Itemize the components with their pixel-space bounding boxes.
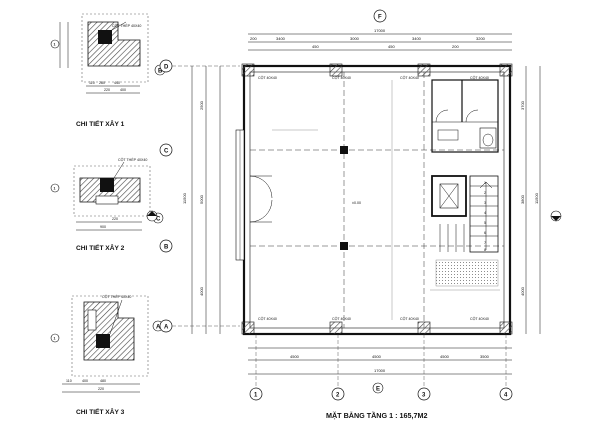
svg-text:400: 400 <box>120 88 126 92</box>
detail-3-column <box>96 334 110 348</box>
bottom-total-dim: 17000 <box>374 368 386 373</box>
svg-text:3500: 3500 <box>480 354 490 359</box>
svg-text:B: B <box>158 69 163 75</box>
svg-text:CỘT 40X40: CỘT 40X40 <box>332 316 351 321</box>
svg-text:450: 450 <box>388 44 395 49</box>
svg-text:110: 110 <box>89 81 95 85</box>
svg-text:5: 5 <box>484 221 486 225</box>
detail-3-label: CHI TIẾT XÂY 3 <box>76 406 125 416</box>
svg-text:CỘT 40X40: CỘT 40X40 <box>400 316 419 321</box>
section-marker-bottom <box>372 382 384 394</box>
detail-2-callout: CỘT THÉP 40X40 <box>118 157 147 162</box>
left-total-dim: 11500 <box>182 192 187 204</box>
detail-3-frame <box>71 295 149 377</box>
svg-text:200: 200 <box>250 36 257 41</box>
svg-text:7: 7 <box>484 241 486 245</box>
svg-text:480: 480 <box>100 379 106 383</box>
svg-text:2500: 2500 <box>199 100 204 110</box>
svg-text:200: 200 <box>452 44 459 49</box>
svg-text:3400: 3400 <box>276 36 286 41</box>
detail-2-frame <box>73 165 151 217</box>
svg-text:E: E <box>376 387 380 393</box>
elevator-shaft <box>431 175 467 217</box>
svg-text:3: 3 <box>484 201 486 205</box>
svg-text:3200: 3200 <box>476 36 486 41</box>
svg-text:3000: 3000 <box>350 36 360 41</box>
detail-1-label: CHI TIẾT XÂY 1 <box>76 118 125 128</box>
svg-text:CỘT 40X40: CỘT 40X40 <box>332 75 351 80</box>
staircase: 1 2 3 4 5 6 7 8 <box>439 175 499 253</box>
svg-text:8: 8 <box>484 248 486 252</box>
svg-text:400: 400 <box>82 379 88 383</box>
svg-text:1: 1 <box>54 337 56 341</box>
svg-text:280: 280 <box>99 81 105 85</box>
svg-text:1: 1 <box>54 43 56 47</box>
detail-2: CỘT THÉP 40X40 900 220 C 1 CHI TIẾT XÂY … <box>50 157 164 252</box>
detail-1-column <box>98 30 112 44</box>
svg-text:4: 4 <box>484 211 486 215</box>
main-plan: F 17000 200 3400 450 3000 450 3400 200 3… <box>146 9 562 420</box>
detail-3: CỘT THÉP 40X40 110 400 480 220 A 1 CHI T… <box>50 294 164 416</box>
svg-text:220: 220 <box>112 217 118 221</box>
svg-text:CỘT 40X40: CỘT 40X40 <box>400 75 419 80</box>
svg-text:4000: 4000 <box>520 286 525 296</box>
svg-text:4500: 4500 <box>440 354 450 359</box>
svg-text:CỘT 40X40: CỘT 40X40 <box>258 75 277 80</box>
svg-text:4500: 4500 <box>372 354 382 359</box>
svg-text:6: 6 <box>484 231 486 235</box>
svg-text:C: C <box>156 217 161 223</box>
top-total-dim: 17000 <box>374 28 386 33</box>
svg-text:5000: 5000 <box>199 194 204 204</box>
svg-text:D: D <box>164 65 169 71</box>
svg-text:B: B <box>164 245 169 251</box>
svg-text:CỘT 40X40: CỘT 40X40 <box>470 316 489 321</box>
svg-text:4000: 4000 <box>199 286 204 296</box>
svg-text:A: A <box>164 325 169 331</box>
right-total-dim: 11500 <box>534 192 539 204</box>
svg-text:440: 440 <box>114 81 120 85</box>
svg-text:3: 3 <box>422 393 426 399</box>
svg-text:C: C <box>164 149 169 155</box>
axis-bubble-top-F <box>373 9 387 23</box>
svg-text:220: 220 <box>98 387 104 391</box>
svg-text:3700: 3700 <box>520 100 525 110</box>
detail-2-label: CHI TIẾT XÂY 2 <box>76 242 125 252</box>
svg-text:1: 1 <box>54 187 56 191</box>
detail-3-callout: CỘT THÉP 40X40 <box>102 294 131 299</box>
svg-text:CỘT 40X40: CỘT 40X40 <box>258 316 277 321</box>
detail-2-column <box>100 178 114 192</box>
detail-1-frame <box>81 13 149 83</box>
drawing-title: MẶT BẰNG TẦNG 1 : 165,7M2 <box>326 410 427 420</box>
svg-text:900: 900 <box>100 225 106 229</box>
svg-text:3400: 3400 <box>412 36 422 41</box>
detail-1: CỘT THÉP 40X40 110 280 440 220 400 B 1 C… <box>50 13 166 128</box>
svg-text:2: 2 <box>484 191 486 195</box>
svg-text:110: 110 <box>66 379 72 383</box>
svg-text:CỘT 40X40: CỘT 40X40 <box>470 75 489 80</box>
svg-text:3800: 3800 <box>520 194 525 204</box>
detail-1-callout: CỘT THÉP 40X40 <box>112 23 141 28</box>
svg-text:2: 2 <box>336 393 340 399</box>
svg-text:A: A <box>156 325 161 331</box>
svg-text:1: 1 <box>254 393 258 399</box>
svg-text:220: 220 <box>104 88 110 92</box>
svg-text:4: 4 <box>504 393 508 399</box>
svg-text:4500: 4500 <box>290 354 300 359</box>
room-height-tag: ±0.00 <box>352 201 361 205</box>
svg-text:F: F <box>378 15 382 21</box>
svg-text:450: 450 <box>312 44 319 49</box>
